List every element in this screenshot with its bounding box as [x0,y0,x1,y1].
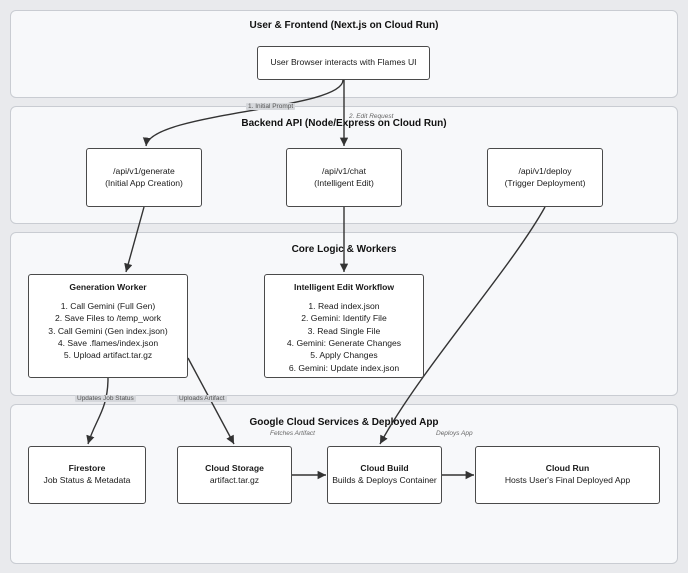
edge-browser-generate [142,79,344,147]
worker-step: 5. Upload artifact.tar.gz [63,350,153,361]
edge-worker-firestore [86,377,109,445]
edit-step: 6. Gemini: Update index.json [288,362,400,373]
edge-label-deploys-app: Deploys App [436,430,473,437]
node-cloud-storage-title: Cloud Storage [205,463,264,474]
node-api-generate-path: /api/v1/generate [113,165,175,176]
node-firestore-title: Firestore [68,463,106,474]
node-firestore: Firestore Job Status & Metadata [28,446,146,504]
worker-step: 4. Save .flames/index.json [57,337,159,348]
node-cloud-build: Cloud Build Builds & Deploys Container [327,446,442,504]
worker-step: 3. Call Gemini (Gen index.json) [48,325,168,336]
node-api-deploy-path: /api/v1/deploy [518,165,572,176]
node-api-deploy-desc: (Trigger Deployment) [504,177,586,188]
lane-title-cloud: Google Cloud Services & Deployed App [249,417,439,428]
edge-generate-worker [124,206,145,273]
edit-step: 4. Gemini: Generate Changes [286,337,402,348]
node-api-chat-path: /api/v1/chat [322,165,366,176]
node-generation-worker-title: Generation Worker [69,282,147,292]
node-cloud-build-title: Cloud Build [360,463,409,474]
edge-label-updates-job-status: Updates Job Status [75,395,136,402]
edit-step: 3. Read Single File [307,325,381,336]
worker-step: 2. Save Files to /temp_work [54,313,162,324]
edge-label-initial-prompt: 1. Initial Prompt [246,103,296,110]
node-api-generate: /api/v1/generate (Initial App Creation) [86,148,202,207]
node-cloud-run-title: Cloud Run [545,463,590,474]
edit-step: 1. Read index.json [308,300,380,311]
node-generation-worker: Generation Worker 1. Call Gemini (Full G… [28,274,188,378]
edge-label-edit-request: 2. Edit Request [349,113,394,120]
edge-label-uploads-artifact: Uploads Artifact [177,395,227,402]
node-intelligent-edit-title: Intelligent Edit Workflow [293,282,395,292]
node-cloud-run: Cloud Run Hosts User's Final Deployed Ap… [475,446,660,504]
lane-title-frontend: User & Frontend (Next.js on Cloud Run) [249,20,439,31]
node-api-generate-desc: (Initial App Creation) [105,177,183,188]
worker-step: 1. Call Gemini (Full Gen) [60,300,156,311]
node-firestore-desc: Job Status & Metadata [43,475,131,485]
node-cloud-build-desc: Builds & Deploys Container [332,475,437,485]
edge-label-fetches-artifact: Fetches Artifact [270,430,315,437]
node-intelligent-edit: Intelligent Edit Workflow 1. Read index.… [264,274,424,378]
node-user-browser-text: User Browser interacts with Flames UI [270,57,417,68]
edit-step: 5. Apply Changes [310,350,378,361]
node-cloud-storage: Cloud Storage artifact.tar.gz [177,446,292,504]
node-api-deploy: /api/v1/deploy (Trigger Deployment) [487,148,603,207]
edge-deploy-build [379,206,546,445]
node-user-browser: User Browser interacts with Flames UI [257,46,430,80]
edit-step: 2. Gemini: Identify File [301,313,387,324]
node-cloud-storage-desc: artifact.tar.gz [209,475,260,485]
node-cloud-run-desc: Hosts User's Final Deployed App [504,475,631,485]
node-api-chat-desc: (Intelligent Edit) [314,177,374,188]
node-api-chat: /api/v1/chat (Intelligent Edit) [286,148,402,207]
